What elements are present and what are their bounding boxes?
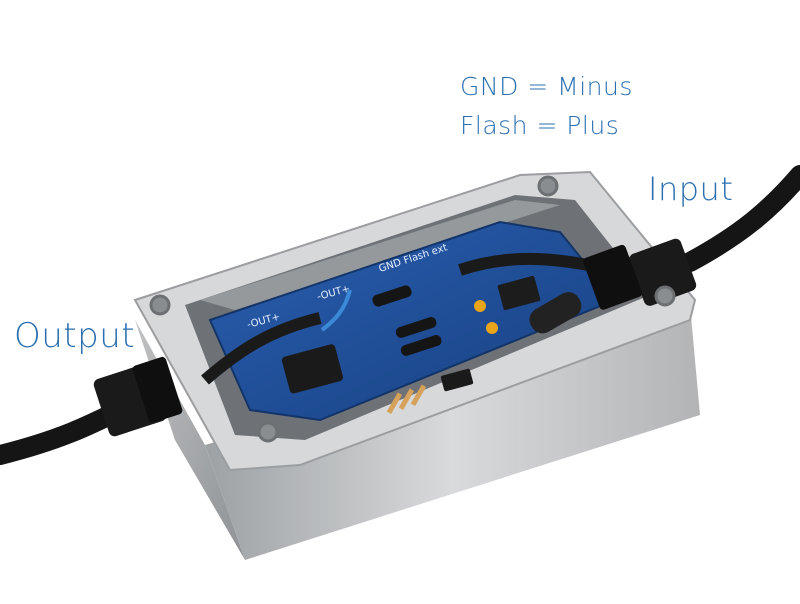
enclosure-front bbox=[205, 305, 700, 560]
legend-gnd-label: GND = Minus bbox=[460, 72, 633, 101]
input-label: Input bbox=[648, 170, 734, 208]
diode-1 bbox=[372, 285, 412, 307]
resistors bbox=[386, 300, 498, 415]
input-cable-gland bbox=[583, 238, 697, 310]
internal-wire-output bbox=[201, 312, 322, 385]
capacitor bbox=[529, 292, 582, 334]
diode-3 bbox=[400, 335, 442, 356]
input-cable bbox=[680, 165, 800, 272]
screw-holes bbox=[149, 175, 676, 443]
ic-chip bbox=[440, 368, 474, 392]
blue-wire bbox=[320, 289, 352, 332]
legend-flash-label: Flash = Plus bbox=[460, 111, 620, 140]
diode-2 bbox=[395, 317, 437, 338]
output-cable bbox=[0, 400, 130, 465]
output-label: Output bbox=[14, 316, 136, 356]
output-cable-gland bbox=[93, 356, 183, 437]
relay-component bbox=[281, 344, 344, 394]
voltage-regulator bbox=[497, 275, 541, 311]
